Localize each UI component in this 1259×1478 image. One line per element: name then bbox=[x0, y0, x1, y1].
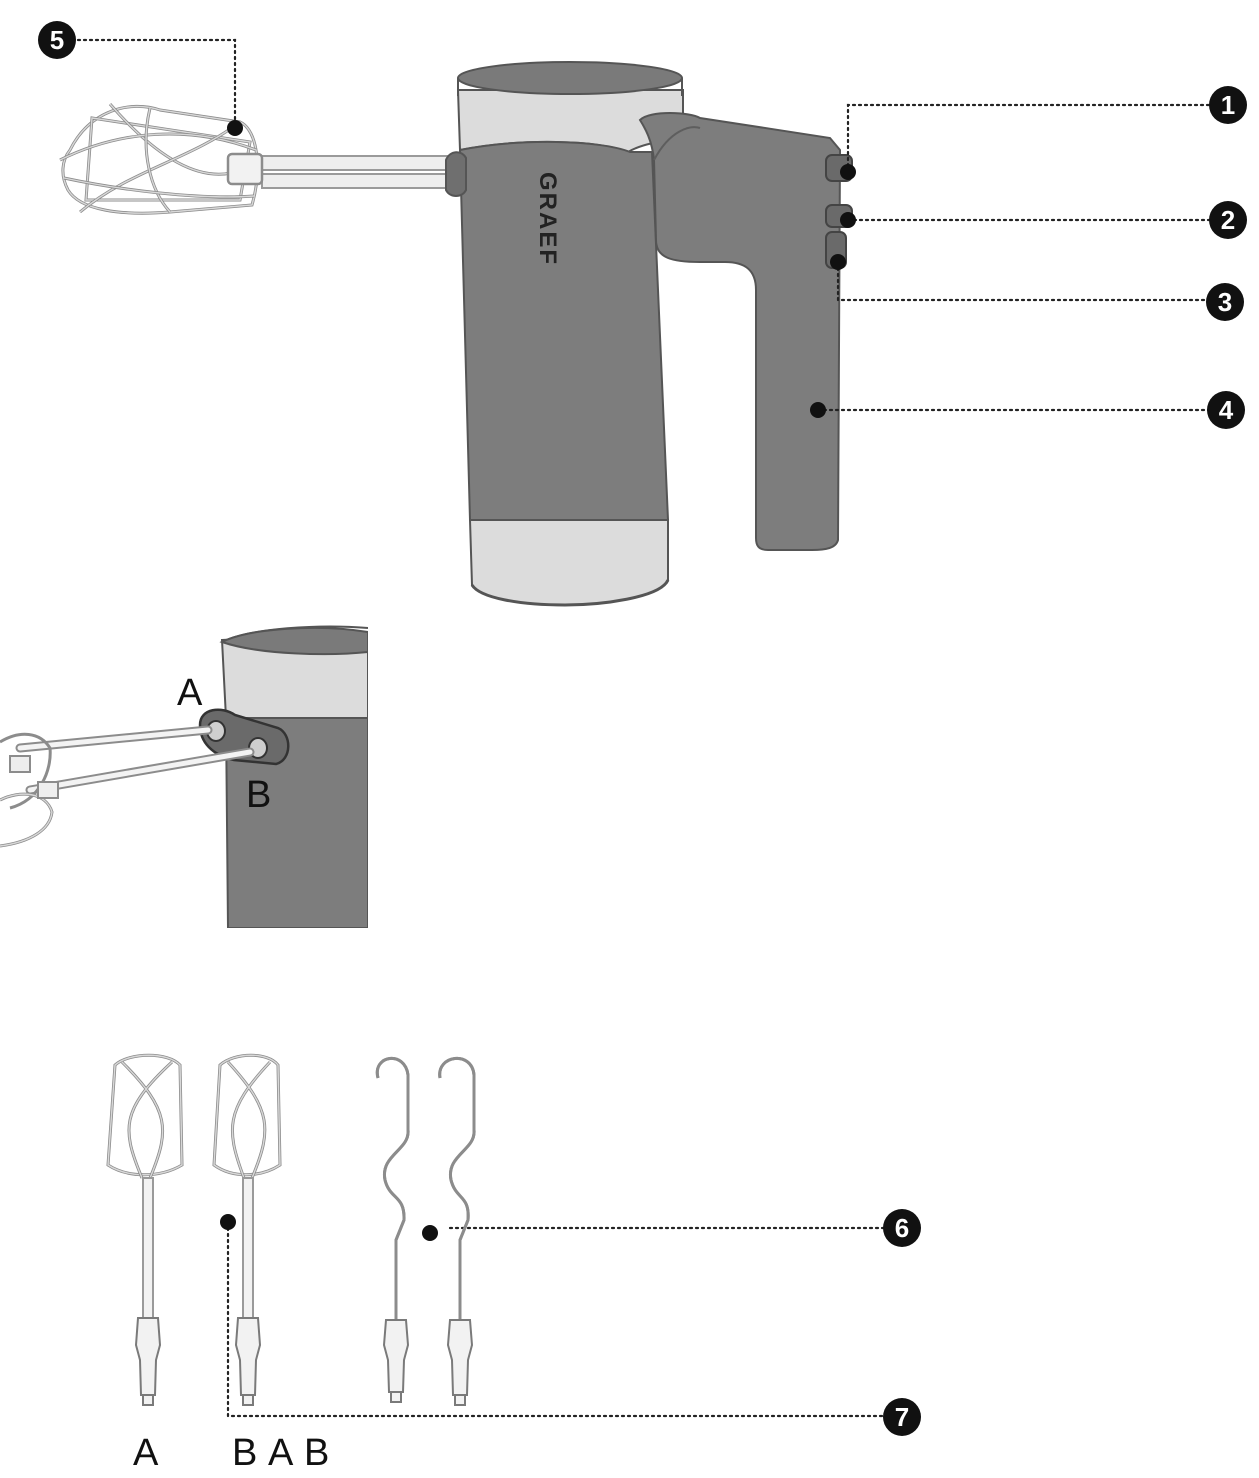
callout-1: 1 bbox=[1209, 86, 1247, 124]
svg-text:6: 6 bbox=[895, 1213, 909, 1243]
brand-label: GRAEF bbox=[534, 172, 561, 266]
callout-7: 7 bbox=[883, 1398, 921, 1436]
accessory-label-4: B bbox=[304, 1432, 329, 1474]
dough-hook-a bbox=[375, 1057, 410, 1403]
beater-shafts bbox=[261, 155, 451, 189]
svg-text:4: 4 bbox=[1219, 395, 1234, 425]
svg-text:7: 7 bbox=[895, 1402, 909, 1432]
callout-5: 5 bbox=[38, 21, 76, 59]
dough-hook-b bbox=[438, 1057, 476, 1406]
accessory-label-2: B bbox=[232, 1432, 257, 1474]
beater-b bbox=[212, 1053, 282, 1406]
accessories: A B A B bbox=[106, 1053, 476, 1474]
socket-detail-view: A B bbox=[0, 625, 368, 928]
accessory-label-3: A bbox=[268, 1432, 294, 1474]
callout-3: 3 bbox=[1206, 283, 1244, 321]
accessory-label-1: A bbox=[133, 1432, 159, 1474]
socket-label-a: A bbox=[177, 672, 203, 714]
svg-text:5: 5 bbox=[50, 25, 64, 55]
callout-badges: 1 2 3 4 5 6 7 bbox=[38, 21, 1247, 1436]
handle bbox=[638, 112, 853, 551]
whisk-cage bbox=[59, 103, 264, 215]
svg-text:2: 2 bbox=[1221, 205, 1235, 235]
svg-text:3: 3 bbox=[1218, 287, 1232, 317]
socket-label-b: B bbox=[246, 774, 271, 816]
callout-4: 4 bbox=[1207, 391, 1245, 429]
callout-2: 2 bbox=[1209, 201, 1247, 239]
svg-text:1: 1 bbox=[1221, 90, 1235, 120]
leader-lines bbox=[76, 38, 1212, 1418]
callout-6: 6 bbox=[883, 1209, 921, 1247]
motor-body: GRAEF bbox=[445, 61, 684, 607]
beater-a bbox=[106, 1053, 184, 1406]
mixer-main-view: GRAEF bbox=[59, 61, 853, 607]
